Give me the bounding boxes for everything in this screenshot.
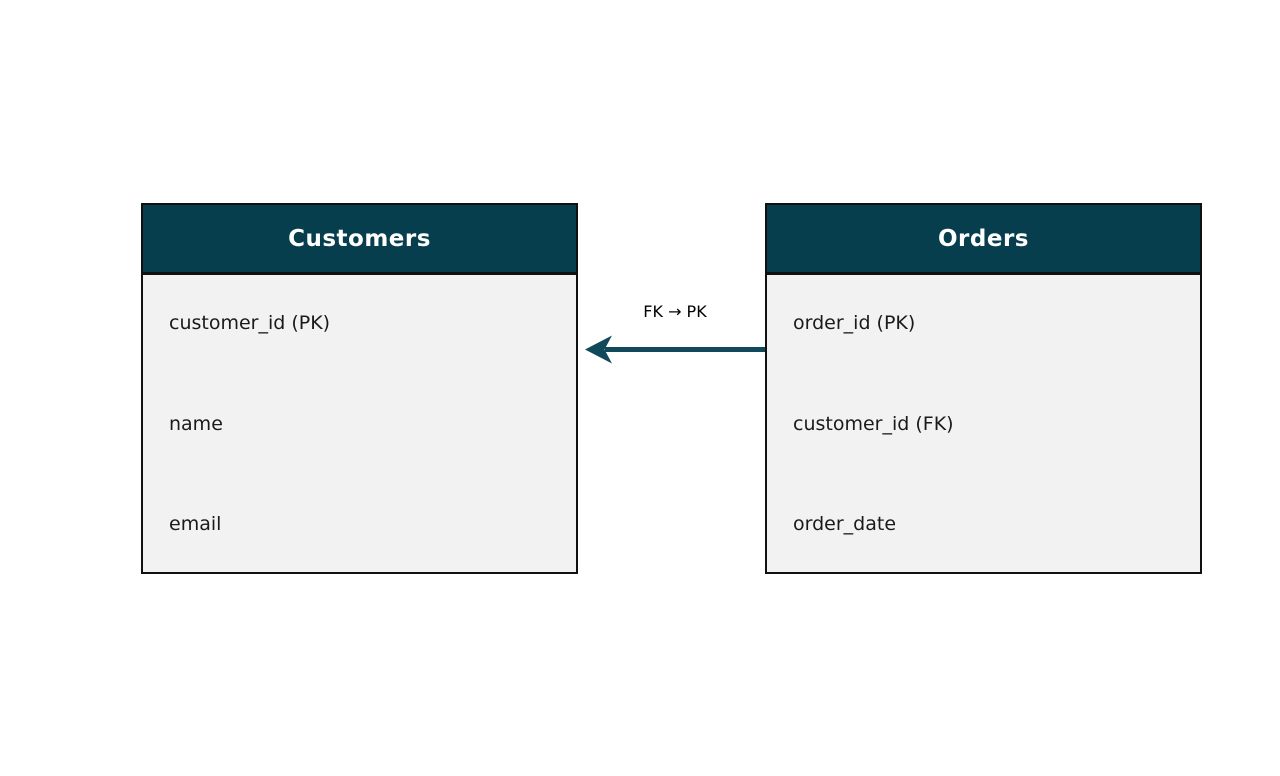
field-order-date: order_date (793, 513, 897, 535)
table-orders-body: order_id (PK) customer_id (FK) order_dat… (767, 275, 1200, 571)
field-email: email (169, 513, 222, 535)
table-orders-header: Orders (767, 205, 1200, 275)
field-order-id-pk: order_id (PK) (793, 312, 916, 334)
fk-to-pk-arrow-icon (585, 335, 765, 364)
table-customers: Customers customer_id (PK) name email (141, 203, 578, 574)
arrow-head (585, 335, 612, 364)
field-customer-id-fk: customer_id (FK) (793, 413, 954, 435)
table-customers-header: Customers (143, 205, 576, 275)
field-customer-id-pk: customer_id (PK) (169, 312, 331, 334)
table-customers-title: Customers (288, 225, 431, 252)
relationship-label: FK → PK (643, 302, 707, 321)
table-orders: Orders order_id (PK) customer_id (FK) or… (765, 203, 1202, 574)
field-name: name (169, 413, 223, 435)
table-orders-title: Orders (938, 225, 1029, 252)
table-customers-body: customer_id (PK) name email (143, 275, 576, 571)
